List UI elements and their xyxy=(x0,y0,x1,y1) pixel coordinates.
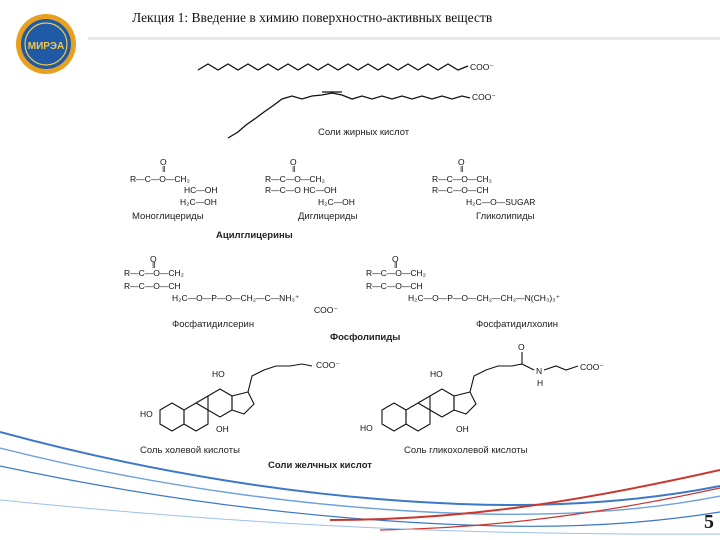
svg-text:O: O xyxy=(458,157,465,167)
glyco-caption: Гликолипиды xyxy=(476,211,535,222)
svg-text:‖: ‖ xyxy=(460,164,464,174)
glycocholate-oh-3: OH xyxy=(456,424,469,434)
fatty-acid-anion-2: COO⁻ xyxy=(472,92,496,102)
choline-row-2: R—C—O—CH xyxy=(366,281,423,291)
slide-number: 5 xyxy=(704,511,714,533)
svg-text:O: O xyxy=(150,254,157,264)
glyco-row-3: H₂C—O—SUGAR xyxy=(466,197,535,207)
fatty-acid-chains xyxy=(197,63,471,139)
cholate-oh-3: OH xyxy=(216,424,229,434)
mono-row-3: H₂C—OH xyxy=(180,197,217,207)
svg-text:‖: ‖ xyxy=(292,164,296,174)
svg-text:O: O xyxy=(518,342,525,352)
phosphatidylcholine-structure: O ‖ R—C—O—CH₂ R—C—O—CH H₂C—O—P—O—CH₂—CH₂… xyxy=(366,254,561,330)
header-divider xyxy=(88,37,720,40)
cholate-oh-1: HO xyxy=(212,369,225,379)
serine-row-4: COO⁻ xyxy=(314,305,338,315)
glycocholate-caption: Соль гликохолевой кислоты xyxy=(404,445,528,456)
logo-text: МИРЭА xyxy=(28,41,65,52)
cholate-oh-2: HO xyxy=(140,409,153,419)
monoglyceride-structure: O ‖ R—C—O—CH₂ HC—OH H₂C—OH Моноглицериды xyxy=(130,157,218,222)
mono-row-1: R—C—O—CH₂ xyxy=(130,174,190,184)
fatty-acid-anion-1: COO⁻ xyxy=(470,62,494,72)
fatty-acid-caption: Соли жирных кислот xyxy=(318,127,410,138)
serine-row-1: R—C—O—CH₂ xyxy=(124,268,184,278)
svg-text:‖: ‖ xyxy=(394,260,398,270)
mono-caption: Моноглицериды xyxy=(132,211,204,222)
choline-caption: Фосфатидилхолин xyxy=(476,319,558,330)
glycolipid-structure: O ‖ R—C—O—CH₂ R—C—O—CH H₂C—O—SUGAR Глико… xyxy=(432,157,535,222)
svg-text:H: H xyxy=(537,378,543,388)
decorative-waves xyxy=(0,431,720,535)
di-row-1: R—C—O—CH₂ xyxy=(265,174,325,184)
di-row-2: R—C—O HC—OH xyxy=(265,185,337,195)
glycocholate-amide: N xyxy=(536,366,542,376)
phospholipids-caption: Фосфолипиды xyxy=(330,332,400,343)
glycocholate-anion: COO⁻ xyxy=(580,362,604,372)
choline-row-3: H₂C—O—P—O—CH₂—CH₂—N(CH₃)₃⁺ xyxy=(408,293,561,303)
cholate-structure xyxy=(159,363,313,432)
cholate-anion: COO⁻ xyxy=(316,360,340,370)
cholate-caption: Соль холевой кислоты xyxy=(140,445,240,456)
svg-text:O: O xyxy=(290,157,297,167)
choline-row-1: R—C—O—CH₂ xyxy=(366,268,426,278)
di-row-3: H₂C—OH xyxy=(318,197,355,207)
svg-text:‖: ‖ xyxy=(152,260,156,270)
di-caption: Диглицериды xyxy=(298,211,358,222)
phosphatidylserine-structure: O ‖ R—C—O—CH₂ R—C—O—CH H₂C—O—P—O—CH₂—C—N… xyxy=(124,254,338,330)
serine-caption: Фосфатидилсерин xyxy=(172,319,254,330)
serine-row-3: H₂C—O—P—O—CH₂—C—NH₃⁺ xyxy=(172,293,300,303)
serine-row-2: R—C—O—CH xyxy=(124,281,181,291)
mono-row-2: HC—OH xyxy=(184,185,218,195)
mirea-logo: МИРЭА xyxy=(14,12,78,76)
svg-text:O: O xyxy=(392,254,399,264)
svg-text:‖: ‖ xyxy=(162,164,166,174)
glycocholate-structure xyxy=(381,352,579,432)
glycocholate-oh-2: HO xyxy=(360,423,373,433)
svg-text:O: O xyxy=(160,157,167,167)
glyco-row-1: R—C—O—CH₂ xyxy=(432,174,492,184)
glycocholate-oh-1: HO xyxy=(430,369,443,379)
page-title: Лекция 1: Введение в химию поверхностно-… xyxy=(132,10,493,25)
glyco-row-2: R—C—O—CH xyxy=(432,185,489,195)
acylglycerols-caption: Ацилглицерины xyxy=(216,230,293,241)
diglyceride-structure: O ‖ R—C—O—CH₂ R—C—O HC—OH H₂C—OH Диглице… xyxy=(265,157,358,222)
bile-salts-caption: Соли желчных кислот xyxy=(268,460,372,471)
